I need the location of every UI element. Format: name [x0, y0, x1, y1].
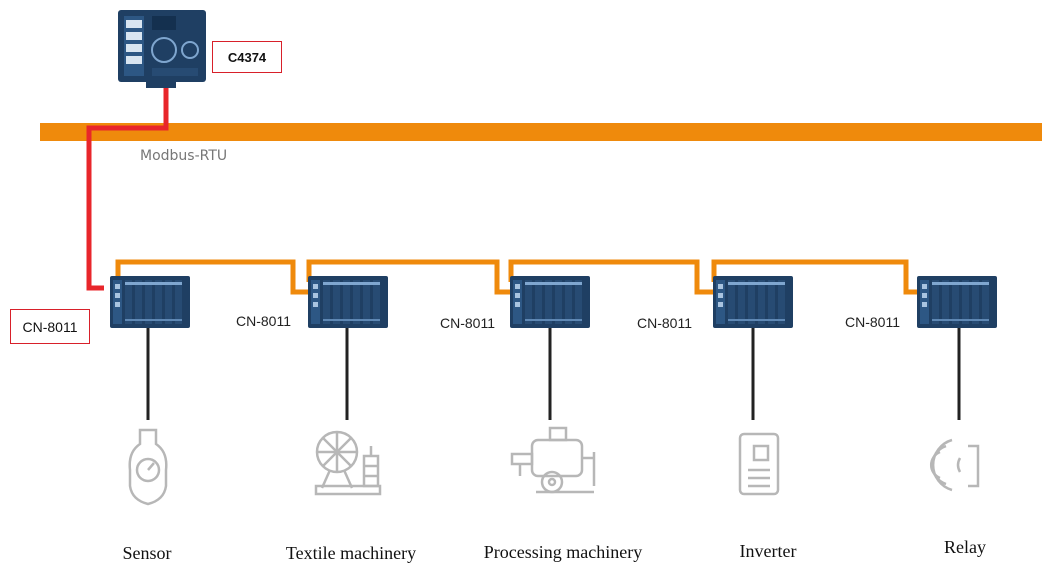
relay-caption: Relay — [944, 537, 986, 557]
node-1-label-box: CN-8011 — [10, 309, 90, 344]
cn-8011-module-5 — [917, 276, 997, 328]
node-1-label: CN-8011 — [22, 318, 78, 335]
processing-machinery-caption: Processing machinery — [483, 542, 643, 562]
cn-8011-module-2 — [308, 276, 388, 328]
relay-icon — [930, 438, 980, 492]
controller-label: C4374 — [212, 41, 282, 73]
daisy-chain-cable — [115, 259, 930, 295]
cn-8011-module-1 — [110, 276, 190, 328]
node-5-label: CN-8011 — [845, 314, 900, 330]
inverter-icon — [738, 432, 780, 496]
node-4-label: CN-8011 — [637, 315, 692, 331]
node-2-label: CN-8011 — [236, 313, 291, 329]
bus-label: Modbus-RTU — [140, 148, 228, 164]
modbus-bus — [40, 123, 1042, 141]
textile-machinery-icon — [314, 430, 382, 496]
processing-machinery-icon — [510, 426, 596, 494]
controller-label-text: C4374 — [227, 49, 267, 65]
textile-machinery-caption: Textile machinery — [285, 543, 417, 563]
sensor-icon — [128, 428, 168, 506]
node-3-label: CN-8011 — [440, 315, 495, 331]
drop-lines — [146, 328, 961, 420]
c4374-controller — [118, 10, 206, 88]
cn-8011-module-3 — [510, 276, 590, 328]
sensor-caption: Sensor — [122, 543, 172, 563]
uplink-cable — [86, 88, 169, 291]
inverter-caption: Inverter — [739, 541, 797, 561]
cn-8011-module-4 — [713, 276, 793, 328]
